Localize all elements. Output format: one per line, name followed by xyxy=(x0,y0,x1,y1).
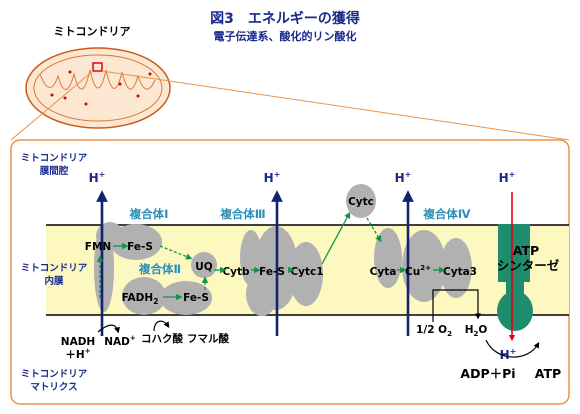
proton-label-3: H+ xyxy=(264,170,281,185)
label-matrix-2: マトリクス xyxy=(30,382,77,393)
atp-synthase xyxy=(497,224,533,331)
label-inner-membrane-2: 内膜 xyxy=(44,275,64,287)
complex-2-body-left xyxy=(122,277,166,315)
label-cu: Cu2+ xyxy=(405,264,431,278)
label-succinate: コハク酸 xyxy=(141,332,183,345)
label-cyta3: Cyta3 xyxy=(443,266,477,278)
complex-4-center xyxy=(402,230,446,302)
svg-text:H+: H+ xyxy=(264,170,281,185)
complex-4-left xyxy=(374,228,402,288)
arrow-cytc1-to-cytc xyxy=(321,211,351,265)
arrow-adp-to-atp xyxy=(485,339,540,358)
label-nad: NAD+ xyxy=(104,334,136,348)
label-fes-3: Fe-S xyxy=(259,266,285,278)
label-cytc: Cytc xyxy=(348,196,374,208)
arrow-cytc-to-cyta xyxy=(366,217,382,243)
proton-label-1: H+ xyxy=(89,170,106,185)
complex-4-right xyxy=(440,238,472,298)
label-fadh2: FADH2 xyxy=(122,292,159,306)
label-o2: 1/2 O2 xyxy=(416,324,452,338)
label-intermembrane-1: ミトコンドリア xyxy=(21,153,88,164)
label-plus-h: ＋H+ xyxy=(65,347,90,361)
label-complex-2: 複合体Ⅱ xyxy=(138,262,181,276)
label-fes-2: Fe-S xyxy=(183,292,209,304)
arrow-o2-to-h2o xyxy=(432,289,481,322)
svg-text:H+: H+ xyxy=(500,347,517,362)
label-complex-1: 複合体Ⅰ xyxy=(129,207,169,221)
label-adp-pi: ADP＋Pi xyxy=(460,366,515,381)
label-complex-3: 複合体Ⅲ xyxy=(219,207,265,221)
label-atp-synthase-2: シンターゼ xyxy=(497,258,560,273)
proton-label-atp-bottom: H+ xyxy=(500,347,517,362)
label-cyta: Cyta xyxy=(370,266,397,278)
label-cytc1: Cytc1 xyxy=(290,266,323,278)
label-inner-membrane-1: ミトコンドリア xyxy=(21,263,88,274)
diagram-title: 図3 エネルギーの獲得 xyxy=(210,10,360,27)
label-fes-1: Fe-S xyxy=(127,241,153,253)
label-intermembrane-2: 膜間腔 xyxy=(39,165,69,177)
complex-3-lower xyxy=(246,272,278,316)
label-nadh: NADH xyxy=(61,336,95,348)
svg-text:H+: H+ xyxy=(395,170,412,185)
complex-2-body-right xyxy=(160,281,212,315)
proton-label-4: H+ xyxy=(395,170,412,185)
label-uq: UQ xyxy=(195,261,213,273)
cytc-blob xyxy=(346,184,376,218)
arrow-nadh-to-nad xyxy=(97,324,120,334)
arrow-fes-to-uq xyxy=(159,245,193,260)
svg-text:H+: H+ xyxy=(499,170,516,185)
label-h2o: H2O xyxy=(465,324,488,338)
zoom-box xyxy=(92,62,103,72)
label-complex-4: 複合体Ⅳ xyxy=(422,207,470,221)
label-fmn: FMN xyxy=(85,241,111,253)
diagram-subtitle: 電子伝達系、酸化的リン酸化 xyxy=(214,29,357,43)
complex-3-right xyxy=(289,242,323,306)
svg-text:H+: H+ xyxy=(89,170,106,185)
uq-blob xyxy=(191,252,217,278)
label-cytb: Cytb xyxy=(222,266,250,278)
proton-label-atp-top: H+ xyxy=(499,170,516,185)
mitochondrion-label: ミトコンドリア xyxy=(54,25,131,38)
zoom-line-left xyxy=(10,70,94,141)
label-atp: ATP xyxy=(535,366,561,381)
label-atp-synthase-1: ATP xyxy=(513,243,539,258)
mitochondrion-icon xyxy=(25,47,171,129)
zoom-line-right xyxy=(101,70,570,141)
arrow-succinate-to-fumarate xyxy=(153,320,170,332)
label-fumarate: フマル酸 xyxy=(187,332,229,345)
label-matrix-1: ミトコンドリア xyxy=(21,369,88,380)
